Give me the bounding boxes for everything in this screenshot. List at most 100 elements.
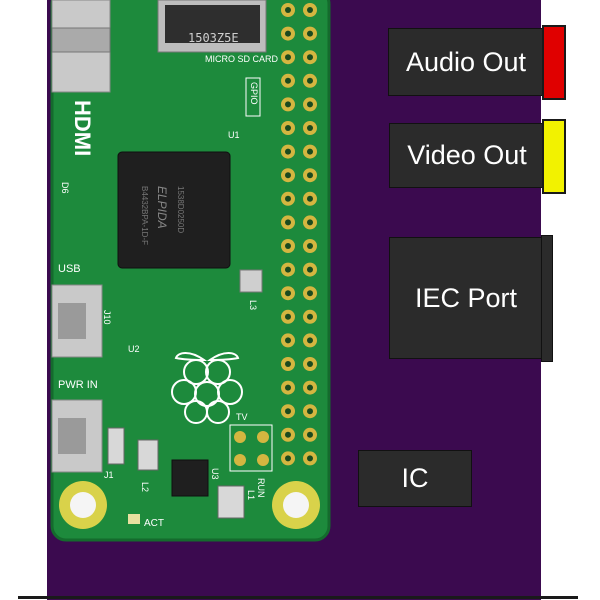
chip-part: B4432BPA-1D-F: [140, 186, 149, 245]
gpio-pin-hole-33: [285, 384, 291, 391]
gpio-pin-hole-11: [285, 125, 291, 131]
video-out-indicator: [542, 119, 566, 194]
usb-label: USB: [58, 263, 81, 275]
gpio-pin-hole-19: [285, 219, 291, 226]
logo-berry-5: [217, 379, 243, 405]
gpio-pin-hole-24: [307, 266, 313, 273]
ic-box: IC: [358, 450, 472, 507]
act-led: [128, 514, 140, 524]
gpio-pin-hole-8: [307, 77, 313, 84]
mini-hdmi-connector: [51, 27, 111, 53]
gpio-pin-hole-25: [285, 290, 291, 297]
d6-label: D6: [60, 182, 70, 194]
pcb-body: [52, 0, 329, 540]
l1-label: L1: [246, 490, 256, 500]
iec-port-tab: [541, 235, 553, 362]
gpio-pin-hole-28: [307, 313, 313, 320]
micro-usb-power-inner: [58, 418, 86, 454]
micro-usb-port-top: [51, 0, 111, 29]
gpio-pin-hole-17: [285, 195, 291, 202]
mount-hole-bottom-left-inner: [70, 492, 96, 518]
gpio-pin-hole-32: [307, 361, 313, 367]
l3-label: L3: [248, 300, 258, 310]
baseline: [18, 596, 578, 599]
gpio-pin-hole-13: [285, 148, 291, 155]
u2-label: U2: [128, 344, 140, 354]
tv-pad-1: [234, 431, 246, 443]
chip-code: 1538D0250D: [176, 186, 185, 233]
u3-label: U3: [210, 468, 220, 480]
gpio-pin-hole-7: [285, 77, 291, 84]
sd-card-window: [165, 5, 260, 43]
micro-usb-data-inner: [58, 303, 86, 339]
pcb-edge: [50, 0, 331, 542]
logo-leaf-right: [206, 352, 240, 362]
gpio-label-box: [245, 77, 261, 117]
act-label: ACT: [144, 518, 164, 529]
gpio-pin-hole-10: [307, 101, 313, 108]
gpio-pin-hole-40: [307, 455, 313, 462]
gpio-pin-hole-36: [307, 408, 313, 415]
video-out-box: Video Out: [389, 123, 545, 188]
u1-label: U1: [228, 130, 240, 140]
gpio-pin-hole-39: [285, 455, 291, 462]
run-pad-1: [257, 431, 269, 443]
l2-label: L2: [140, 482, 150, 492]
tv-label: TV: [236, 412, 248, 422]
gpio-pin-hole-20: [307, 219, 313, 226]
capacitor-1: [107, 427, 125, 465]
audio-out-indicator: [542, 25, 566, 100]
l3-inductor: [239, 269, 263, 293]
gpio-pin-hole-31: [285, 361, 291, 367]
l1-inductor: [217, 485, 245, 519]
gpio-pin-hole-5: [285, 54, 291, 61]
pwr-in-label: PWR IN: [58, 379, 98, 391]
logo-berry-7: [206, 400, 230, 424]
audio-out-label: Audio Out: [405, 46, 527, 77]
chip-brand: ELPIDA: [155, 186, 169, 229]
audio-out-box: Audio Out: [388, 28, 544, 96]
gpio-pin-hole-18: [307, 195, 313, 202]
gpio-pin-hole-34: [307, 384, 313, 391]
j10-label: J10: [102, 310, 112, 325]
gpio-pin-hole-12: [307, 125, 313, 131]
gpio-pin-hole-38: [307, 431, 313, 438]
logo-leaf-left: [174, 352, 208, 362]
gpio-pin-hole-16: [307, 172, 313, 179]
gpio-pin-hole-9: [285, 101, 291, 108]
raspberry-logo: [171, 352, 243, 424]
u3-chip: [171, 459, 209, 497]
iec-port-label: IEC Port: [414, 282, 518, 313]
gpio-pin-hole-1: [285, 7, 291, 13]
soc-chip: [117, 151, 231, 269]
gpio-header: [281, 3, 317, 466]
gpio-pin-hole-2: [307, 7, 313, 13]
gpio-pin-hole-4: [307, 30, 313, 37]
gpio-pin-hole-21: [285, 243, 291, 249]
run-tv-pads-box: [229, 424, 273, 472]
run-label: RUN: [256, 478, 266, 498]
gpio-pin-hole-37: [285, 431, 291, 438]
sd-card-code: 1503Z5E: [188, 31, 239, 45]
gpio-pin-hole-15: [285, 172, 291, 179]
capacitor-2: [137, 439, 159, 471]
gpio-pin-hole-30: [307, 337, 313, 344]
gpio-label: GPIO: [249, 82, 259, 105]
gpio-pin-hole-35: [285, 408, 291, 415]
gpio-pin-hole-26: [307, 290, 313, 297]
micro-usb-port-top-2: [51, 51, 111, 93]
gpio-pin-hole-14: [307, 148, 313, 155]
hdmi-label: HDMI: [70, 100, 95, 156]
ic-label: IC: [401, 463, 429, 493]
iec-port-box: IEC Port: [389, 237, 543, 359]
mount-hole-bottom-right-inner: [283, 492, 309, 518]
gpio-pin-hole-23: [285, 266, 291, 273]
video-out-label: Video Out: [407, 140, 527, 170]
run-pad-2: [257, 454, 269, 466]
j1-label: J1: [104, 470, 114, 480]
gpio-pin-hole-22: [307, 243, 313, 249]
gpio-pin-hole-29: [285, 337, 291, 344]
micro-sd-label-1: MICRO SD CARD: [205, 54, 279, 64]
